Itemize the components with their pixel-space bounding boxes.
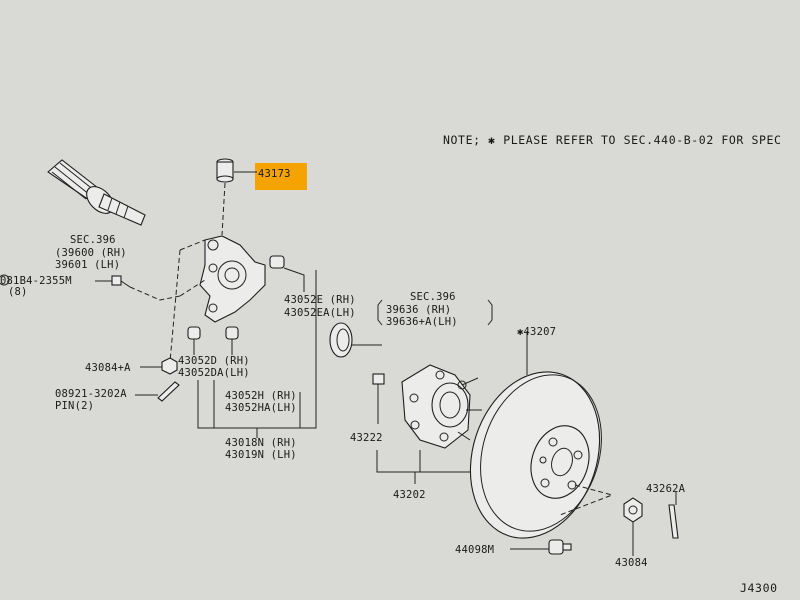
sec396-top-label[interactable]: SEC.396	[70, 234, 116, 246]
note-text: NOTE; ✱ PLEASE REFER TO SEC.440-B-02 FOR…	[443, 133, 782, 147]
seal-part	[329, 322, 353, 358]
bolt-part	[111, 275, 131, 288]
part-43018n-label[interactable]: 43018N (RH)	[225, 437, 297, 449]
part-43084a-label[interactable]: 43084+A	[85, 362, 131, 374]
hub-bolt-part	[372, 373, 385, 398]
part-43019n-label[interactable]: 43019N (LH)	[225, 449, 297, 461]
screw-44098m-part	[548, 539, 572, 555]
sec396-top-rh: (39600 (RH)	[55, 247, 127, 259]
part-43052d-label[interactable]: 43052D (RH)	[178, 355, 250, 367]
part-43222-label[interactable]: 43222	[350, 432, 383, 444]
sec396-mid-rh: 39636 (RH)	[386, 304, 451, 316]
diagram-id-label: J4300	[740, 581, 778, 595]
sec396-top-lh: 39601 (LH)	[55, 259, 120, 271]
pin-43262a-part	[668, 504, 679, 539]
part-43052da-label[interactable]: 43052DA(LH)	[178, 367, 250, 379]
part-highlight	[255, 163, 307, 190]
bushing-43173-part	[216, 158, 234, 183]
brake-rotor-part	[469, 371, 602, 539]
part-43207-label[interactable]: ✱43207	[517, 326, 556, 338]
sec396-mid-lh: 39636+A(LH)	[386, 316, 458, 328]
drive-shaft-part	[47, 159, 146, 226]
part-43052e-label[interactable]: 43052E (RH)	[284, 294, 356, 306]
part-44098m-label[interactable]: 44098M	[455, 544, 494, 556]
sec396-mid-label[interactable]: SEC.396	[410, 291, 456, 303]
part-43052ea-label[interactable]: 43052EA(LH)	[284, 307, 356, 319]
part-43084-label[interactable]: 43084	[615, 557, 648, 569]
cotter-pin-part	[157, 381, 180, 402]
part-43262a-label[interactable]: 43262A	[646, 483, 686, 495]
part-43173-label[interactable]: 43173	[258, 168, 291, 180]
part-43052ha-label[interactable]: 43052HA(LH)	[225, 402, 297, 414]
bolt-qty-label: (8)	[8, 286, 28, 298]
nut-43084a-part	[161, 357, 178, 375]
b-circle-icon	[0, 274, 10, 286]
wheel-hub-part	[401, 364, 482, 449]
part-43202-label[interactable]: 43202	[393, 489, 426, 501]
part-43052h-label[interactable]: 43052H (RH)	[225, 390, 297, 402]
pin-name-label: PIN(2)	[55, 400, 94, 412]
pin-code-label[interactable]: 08921-3202A	[55, 388, 127, 400]
nut-43084-part	[623, 497, 643, 523]
bolt-callout-label[interactable]: 081B4-2355M	[0, 275, 72, 287]
steering-knuckle-part	[187, 235, 285, 340]
